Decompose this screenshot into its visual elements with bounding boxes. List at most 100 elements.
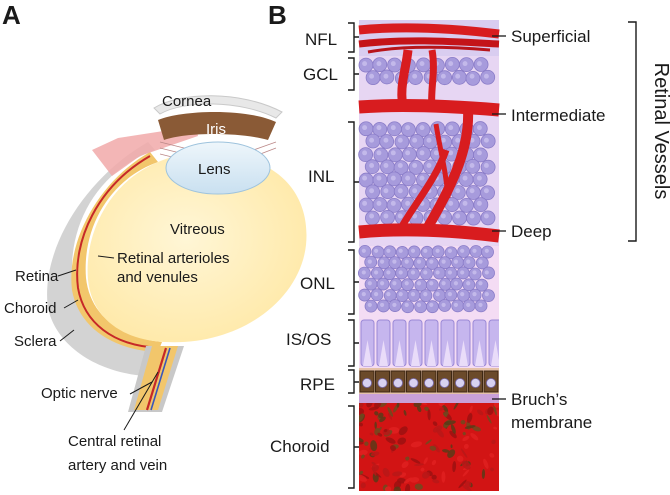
inl-cell-nucleus: [397, 163, 403, 168]
onl-cell: [395, 246, 409, 259]
onl-cell-nucleus: [472, 270, 477, 275]
gcl-cell-nucleus: [412, 73, 418, 79]
onl-cell: [414, 300, 427, 314]
onl-cell-nucleus: [484, 291, 489, 297]
label-onl: ONL: [300, 274, 335, 293]
label-vitreous: Vitreous: [170, 221, 225, 238]
label-retinal-vessels-line2: and venules: [117, 269, 198, 286]
inl-cell-nucleus: [390, 125, 396, 131]
label-optic-nerve: Optic nerve: [41, 385, 118, 402]
onl-cell-nucleus: [386, 248, 391, 253]
lens-shape: [165, 141, 271, 195]
inl-cell-nucleus: [383, 163, 389, 168]
onl-cell-nucleus: [435, 248, 440, 253]
onl-cells: [357, 244, 495, 314]
choroid-vessel-fragment: [477, 409, 484, 416]
choroid-vessel-fragment: [359, 449, 368, 456]
onl-cell: [377, 256, 391, 270]
choroid-vessel-fragment: [379, 416, 386, 423]
inl-cell-nucleus: [433, 150, 439, 156]
onl-cell-nucleus: [374, 291, 379, 297]
choroid-vessel-fragment: [436, 428, 444, 438]
onl-cell-nucleus: [447, 270, 452, 275]
onl-cell-nucleus: [478, 281, 483, 286]
label-choroid: Choroid: [4, 300, 57, 317]
onl-cell: [444, 246, 458, 260]
choroid-vessel-fragment: [364, 441, 369, 446]
onl-cell-nucleus: [392, 259, 397, 264]
label-intermediate: Intermediate: [511, 106, 606, 125]
onl-cell-nucleus: [398, 291, 403, 297]
inl-cell-nucleus: [390, 200, 396, 206]
choroid-vessel-fragment: [463, 443, 469, 449]
choroid-vessel-fragment: [409, 477, 420, 483]
inl-cell-nucleus: [362, 125, 368, 131]
choroid-vessel-fragment: [469, 405, 473, 413]
onl-cell: [420, 245, 434, 259]
onl-cell-nucleus: [447, 291, 452, 297]
label-retina: Retina: [15, 268, 59, 285]
onl-cell-nucleus: [466, 281, 471, 286]
onl-cell-nucleus: [453, 259, 458, 264]
onl-cell-nucleus: [410, 291, 416, 297]
photoreceptor-tip: [395, 340, 404, 366]
label-bruchs-line1: Bruch’s: [511, 390, 567, 409]
choroid-vessel-fragment: [441, 471, 446, 483]
gcl-cell-nucleus: [455, 73, 461, 79]
choroid-vessel-fragment: [416, 405, 422, 413]
onl-cell: [425, 278, 439, 292]
choroid-vessel-fragment: [359, 474, 367, 482]
inl-cell-nucleus: [397, 213, 403, 219]
inl-cell-nucleus: [483, 188, 489, 194]
inl-cell-nucleus: [448, 200, 454, 206]
choroid-vessel-fragment: [461, 460, 471, 470]
onl-cell-nucleus: [416, 302, 422, 308]
choroid-vessel-fragment: [359, 470, 364, 475]
choroid-vessel-fragment: [397, 437, 407, 445]
choroid-vessel-fragment: [410, 458, 421, 464]
label-central-line2: artery and vein: [68, 457, 167, 474]
panel-b-letter: B: [268, 0, 287, 30]
inl-cell-nucleus: [362, 200, 368, 206]
sclera-layer: [47, 142, 162, 378]
onl-cell-nucleus: [367, 259, 372, 264]
onl-cell-nucleus: [423, 291, 428, 297]
choroid-vessel-fragment: [462, 435, 470, 442]
onl-cell-nucleus: [447, 248, 452, 253]
retina-cross-section: [357, 20, 500, 491]
choroid-vessel-fragment: [370, 451, 380, 457]
onl-cell-nucleus: [460, 270, 465, 275]
inl-cell-nucleus: [426, 137, 432, 143]
choroid-vessel-fragment: [431, 459, 437, 466]
onl-cell: [395, 289, 409, 303]
photoreceptor-tip: [459, 340, 468, 366]
label-deep: Deep: [511, 222, 552, 241]
label-isos: IS/OS: [286, 330, 331, 349]
cornea-shape: [153, 95, 283, 119]
muscle-wedge: [92, 126, 198, 176]
choroid-vessel-fragment: [444, 413, 448, 418]
onl-cell-nucleus: [429, 281, 434, 286]
onl-cell-nucleus: [423, 270, 428, 275]
choroid-vessel-fragment: [450, 444, 453, 449]
choroid-vessel-fragment: [374, 421, 377, 429]
onl-cell-nucleus: [404, 302, 409, 308]
onl-cell-nucleus: [472, 291, 477, 297]
choroid-vessel-fragment: [374, 403, 382, 409]
choroid-vessel-fragment: [369, 432, 374, 436]
choroid-vessel-fragment: [382, 467, 390, 477]
inl-cell: [466, 210, 481, 226]
inl-cell-nucleus: [369, 137, 375, 143]
choroid-vessel-fragment: [483, 458, 489, 469]
choroid-vessel-fragment: [374, 411, 379, 416]
onl-cell-nucleus: [466, 259, 471, 264]
inl-cell-nucleus: [397, 188, 403, 194]
inl-cell-nucleus: [383, 137, 389, 143]
inl-cell-nucleus: [369, 188, 375, 194]
inl-cell-nucleus: [448, 125, 454, 131]
onl-cell-nucleus: [392, 281, 397, 286]
onl-cell-nucleus: [404, 281, 409, 286]
inl-cell-nucleus: [476, 200, 482, 206]
onl-cell-nucleus: [374, 270, 379, 275]
choroid-vessel-fragment: [398, 426, 408, 436]
